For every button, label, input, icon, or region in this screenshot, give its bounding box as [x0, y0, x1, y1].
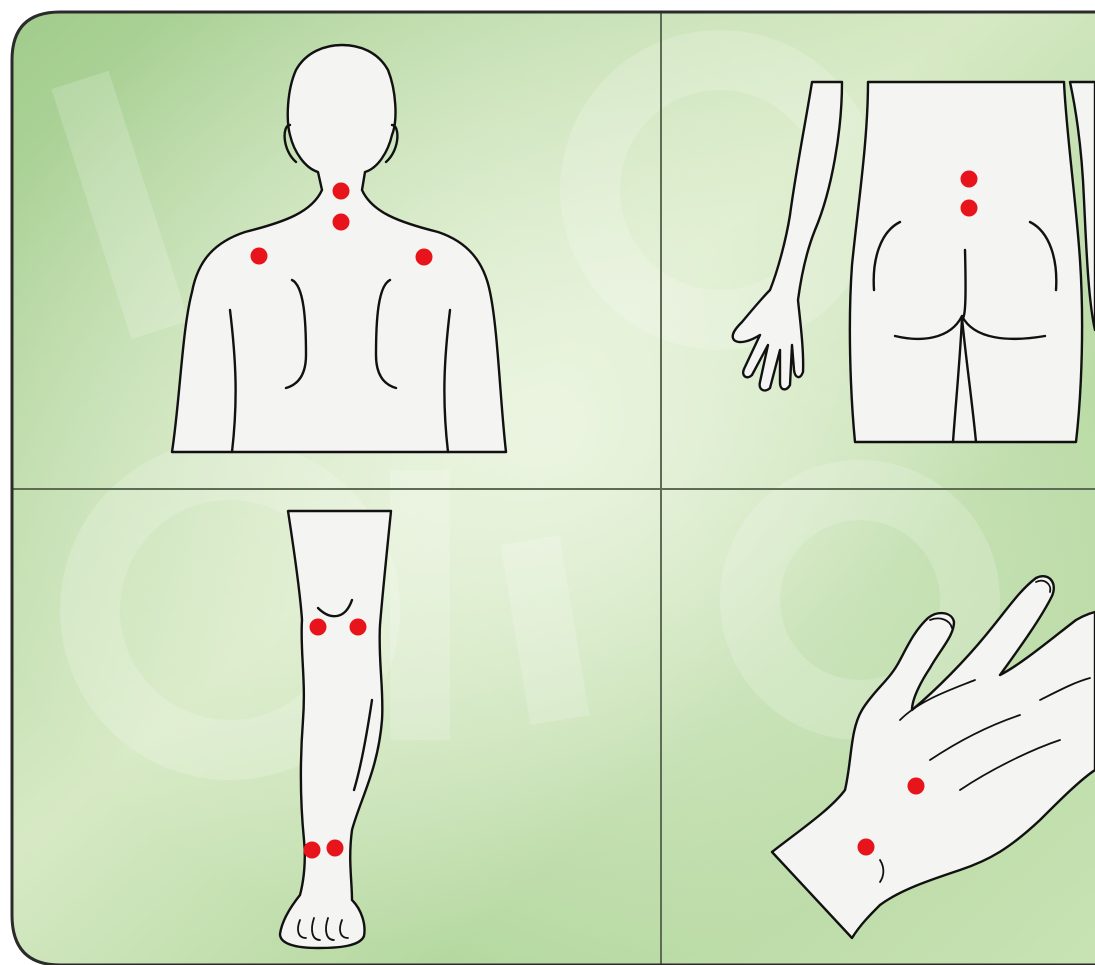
marker-neck-lower: [333, 214, 350, 231]
marker-left-shoulder: [251, 248, 268, 265]
marker-neck-upper: [333, 183, 350, 200]
marker-ankle-right: [327, 840, 344, 857]
marker-right-shoulder: [416, 249, 433, 266]
marker-lower-back-lower: [961, 200, 978, 217]
marker-lower-back-upper: [961, 171, 978, 188]
marker-wrist: [858, 839, 875, 856]
marker-ankle-left: [304, 842, 321, 859]
marker-knuckle: [908, 778, 925, 795]
marker-knee-left: [310, 619, 327, 636]
marker-knee-right: [350, 619, 367, 636]
